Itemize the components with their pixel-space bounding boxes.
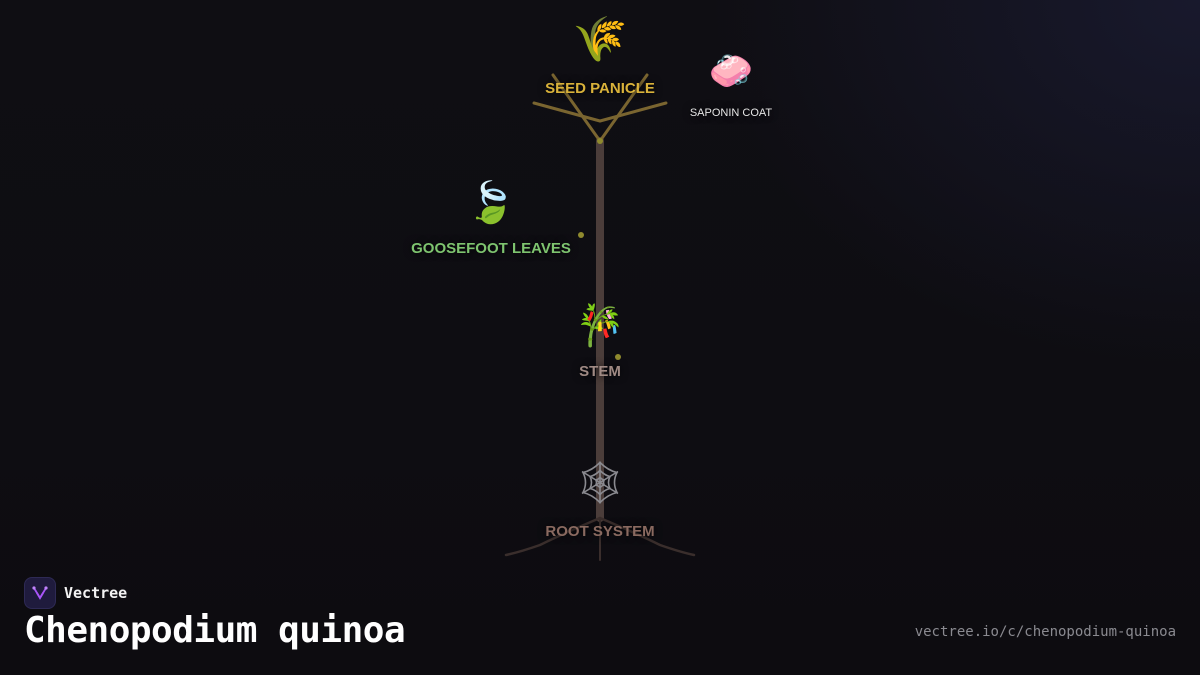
page-url[interactable]: vectree.io/c/chenopodium-quinoa (914, 624, 1176, 640)
seed-panicle-label: SEED PANICLE (545, 80, 655, 97)
leaves-branch-dot (578, 232, 584, 238)
stem-branch-dot (615, 354, 621, 360)
sheaf-of-rice-icon: 🌾 (572, 14, 628, 65)
vectree-logo-icon (24, 577, 56, 609)
crown-joint-dot (597, 138, 603, 144)
soap-icon: 🧼 (708, 51, 754, 92)
spider-web-icon (577, 460, 623, 509)
crown-branch-right-inner (598, 73, 649, 143)
saponin-coat-label: SAPONIN COAT (689, 107, 773, 119)
crown-branch-left-outer (532, 101, 602, 123)
root-system-label: ROOT SYSTEM (545, 523, 655, 540)
vectree-logo-graphic (32, 586, 48, 600)
brand-name: Vectree (64, 584, 128, 602)
crown-branch-right-outer (598, 101, 668, 123)
root-right (598, 516, 696, 557)
brand[interactable]: Vectree (24, 577, 127, 609)
leaf-fluttering-icon: 🍃 (466, 180, 516, 226)
crown-branch-left-inner (551, 73, 602, 143)
page-title: Chenopodium quinoa (24, 610, 406, 651)
spider-web-graphic (581, 461, 619, 504)
tanabata-tree-icon: 🎋 (575, 303, 625, 349)
root-left (504, 516, 602, 557)
goosefoot-leaves-label: GOOSEFOOT LEAVES (411, 240, 571, 257)
stem-label: STEM (579, 363, 621, 380)
